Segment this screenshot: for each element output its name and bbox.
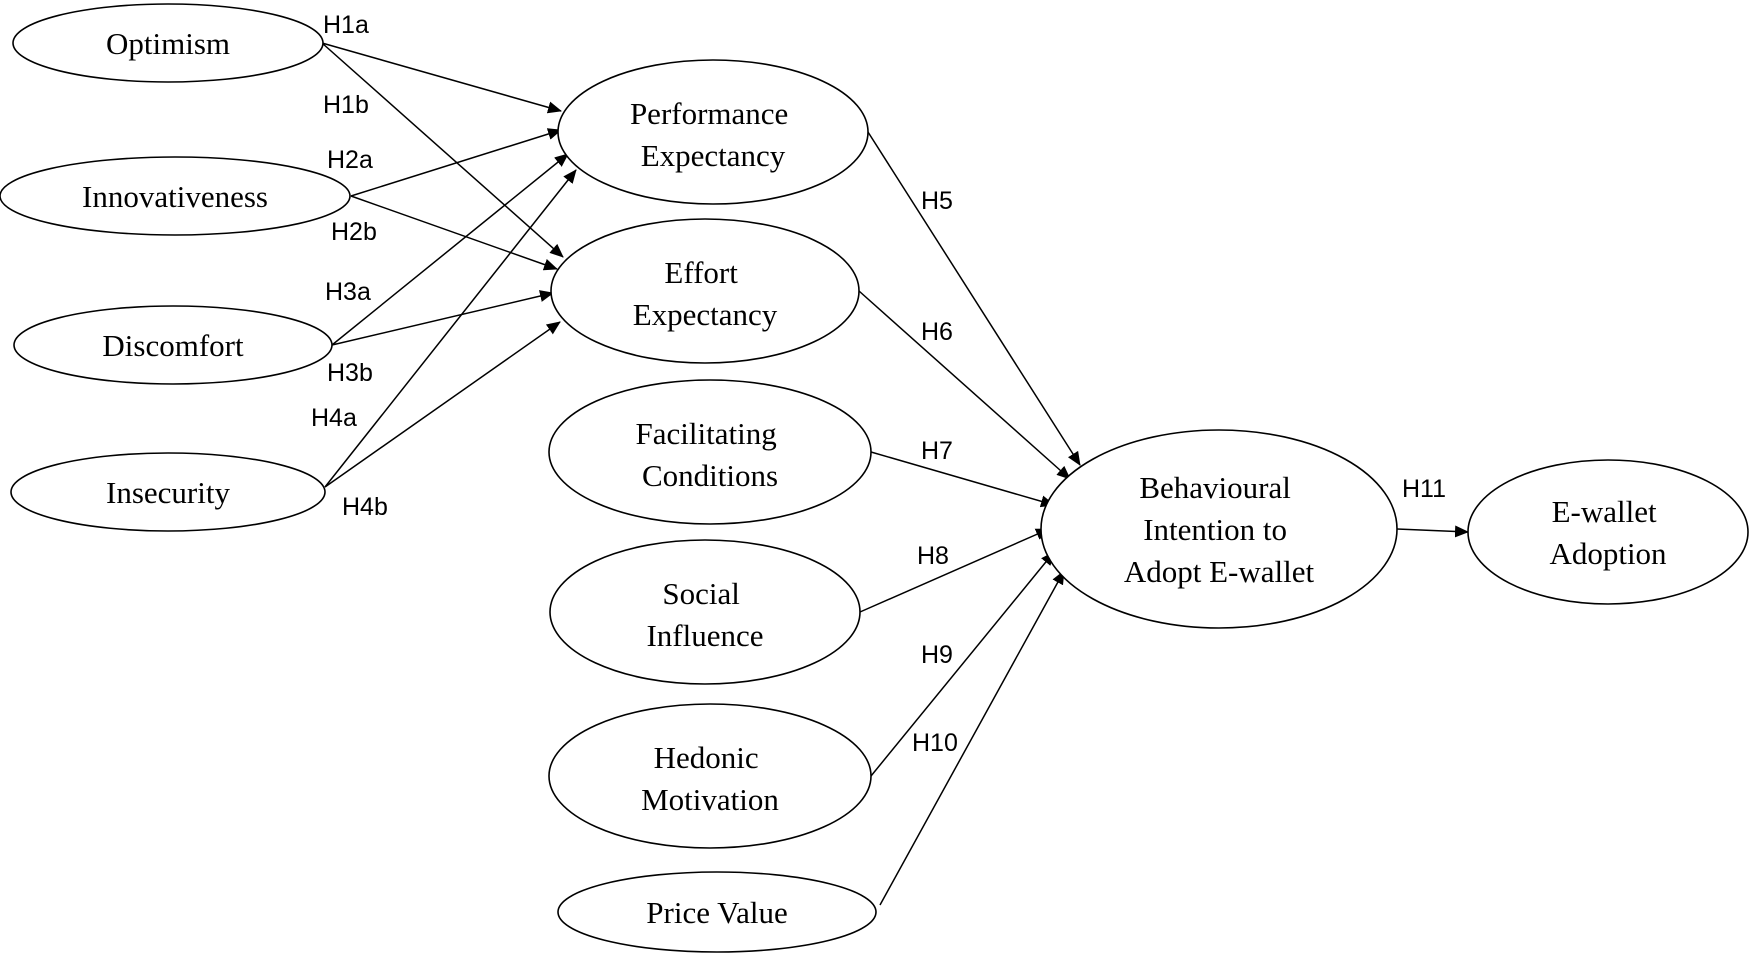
edge-h5-arrow (867, 131, 1081, 466)
svg-text:Social Influence: Social Influence (646, 576, 763, 653)
node-hedonic-motivation-label-line-2: Motivation (641, 782, 779, 817)
svg-text:Hedonic Motivation: Hedonic Motivation (641, 740, 779, 817)
node-discomfort-label-line-1: Discomfort (102, 328, 244, 363)
edge-h7-label: H7 (921, 437, 953, 465)
node-innovativeness-label-line-1: Innovativeness (82, 179, 268, 214)
edge-h7-arrow (870, 451, 1055, 508)
node-facilitating-conditions-label-line-2: Conditions (642, 458, 778, 493)
svg-text:Price Value: Price Value (646, 895, 787, 930)
edge-h10-label: H10 (912, 729, 958, 757)
edge-h9-arrow (870, 551, 1055, 777)
node-social-influence: Social Influence (549, 539, 861, 685)
node-innovativeness: Innovativeness (0, 156, 351, 236)
node-insecurity: Insecurity (10, 452, 326, 532)
node-behavioural-intention-label-line-2: Intention to (1143, 512, 1287, 547)
edge-h3b-arrow (331, 290, 554, 346)
svg-text:Innovativeness: Innovativeness (82, 179, 268, 214)
node-price-value: Price Value (557, 871, 877, 953)
svg-text:Optimism: Optimism (106, 26, 230, 61)
edge-h2b-arrow (350, 195, 558, 271)
node-behavioural-intention: Behavioural Intention to Adopt E-wallet (1040, 429, 1398, 629)
node-optimism: Optimism (12, 3, 324, 83)
edge-h1a-label: H1a (323, 11, 369, 39)
svg-text:Behavioural Intention: Behavioural Intention to Adopt E-wallet (1124, 470, 1315, 589)
edge-h6-label: H6 (921, 318, 953, 346)
node-facilitating-conditions: Facilitating Conditions (548, 379, 872, 525)
edge-h2b-label: H2b (331, 218, 377, 246)
edge-h2a-label: H2a (327, 146, 373, 174)
edge-h11-arrow (1396, 525, 1469, 538)
node-performance-expectancy: Performance Expectancy (557, 59, 869, 205)
edges (321, 42, 1469, 906)
edge-h4a-label: H4a (311, 404, 357, 432)
node-optimism-label-line-1: Optimism (106, 26, 230, 61)
node-effort-expectancy: Effort Expectancy (550, 218, 860, 364)
edge-h5-label: H5 (921, 187, 953, 215)
edge-h10-arrow (879, 570, 1065, 906)
node-performance-expectancy-label-line-2: Expectancy (641, 138, 786, 173)
edge-h9-label: H9 (921, 641, 953, 669)
edge-h6-arrow (858, 290, 1071, 480)
svg-text:Insecurity: Insecurity (106, 475, 230, 510)
edge-h8-label: H8 (917, 542, 949, 570)
node-social-influence-label-line-2: Influence (646, 618, 763, 653)
edge-h1a-arrow (321, 42, 562, 114)
edge-h2a-arrow (350, 128, 562, 197)
node-facilitating-conditions-label-line-1: Facilitating (636, 416, 777, 451)
node-effort-expectancy-label-line-1: Effort (664, 255, 738, 290)
svg-text:E-wallet Adoption: E-wallet Adoption (1549, 494, 1667, 571)
svg-text:Facilitating Condition: Facilitating Conditions (636, 416, 785, 493)
edge-h3a-label: H3a (325, 278, 371, 306)
node-behavioural-intention-label-line-3: Adopt E-wallet (1124, 554, 1315, 589)
node-performance-expectancy-label-line-1: Performance (630, 96, 788, 131)
edge-h4b-label: H4b (342, 493, 388, 521)
edge-labels: H1a H1b H2a H2b H3a H3b H4a H4b H5 H6 H7… (311, 11, 1446, 757)
node-social-influence-label-line-1: Social (662, 576, 740, 611)
node-hedonic-motivation: Hedonic Motivation (548, 703, 872, 849)
edge-h3b-label: H3b (327, 359, 373, 387)
edge-h8-arrow (859, 528, 1050, 613)
node-hedonic-motivation-label-line-1: Hedonic (654, 740, 759, 775)
svg-text:Discomfort: Discomfort (102, 328, 244, 363)
node-effort-expectancy-label-line-2: Expectancy (633, 297, 778, 332)
edge-h4b-arrow (324, 321, 561, 488)
edge-h3a-arrow (331, 153, 569, 346)
node-ewallet-adoption-label-line-1: E-wallet (1552, 494, 1657, 529)
node-price-value-label-line-1: Price Value (646, 895, 787, 930)
node-insecurity-label-line-1: Insecurity (106, 475, 230, 510)
svg-text:Effort Expectancy: Effort Expectancy (633, 255, 778, 332)
node-ewallet-adoption: E-wallet Adoption (1467, 459, 1749, 605)
edge-h11-label: H11 (1402, 475, 1446, 503)
node-ewallet-adoption-label-line-2: Adoption (1549, 536, 1667, 571)
nodes: Optimism Innovativeness Discomfort Insec… (0, 3, 1749, 953)
edge-h1b-label: H1b (323, 91, 369, 119)
edge-h1b-arrow (321, 42, 564, 258)
edge-h4a-arrow (324, 169, 577, 488)
svg-text:Performance Expectancy: Performance Expectancy (630, 96, 796, 173)
node-behavioural-intention-label-line-1: Behavioural (1139, 470, 1291, 505)
node-discomfort: Discomfort (13, 305, 333, 385)
